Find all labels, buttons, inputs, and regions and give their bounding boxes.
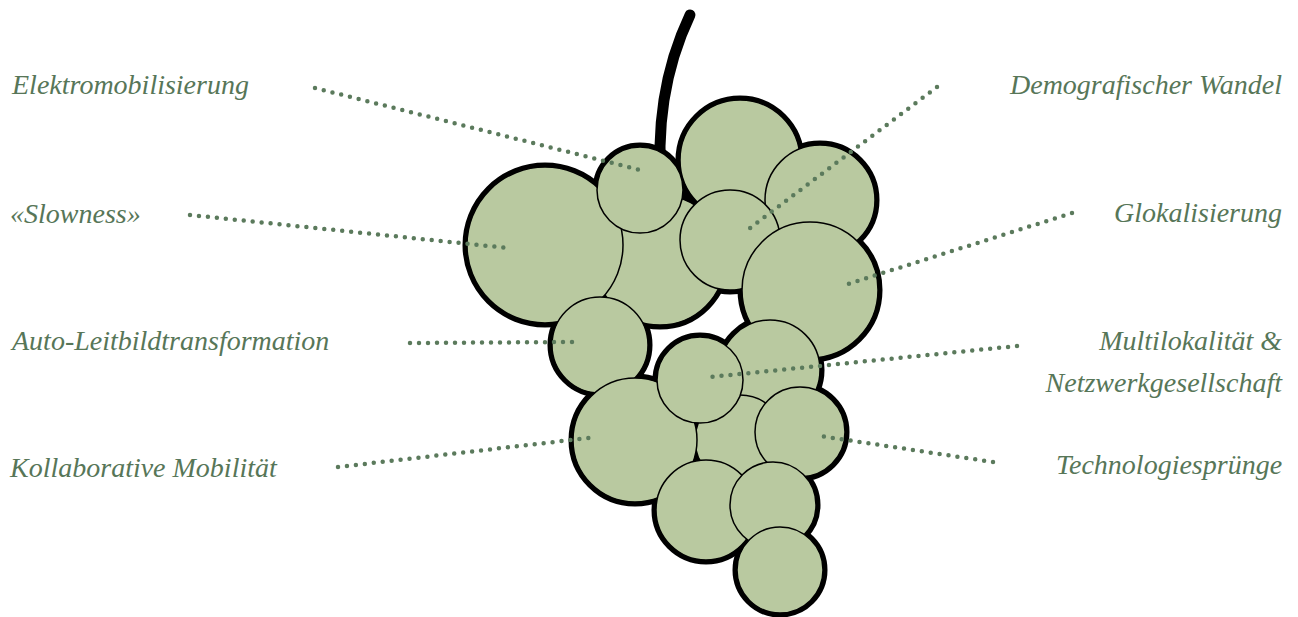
trend-label: Demografischer Wandel <box>1010 64 1282 106</box>
leader-lines <box>190 87 1072 467</box>
grape-outline <box>467 100 878 613</box>
leader-line <box>710 346 1017 377</box>
leader-line <box>315 88 640 170</box>
trend-label: Glokalisierung <box>1114 192 1282 234</box>
grape-berry <box>657 337 743 423</box>
trend-label: «Slowness» <box>10 193 141 235</box>
berry-outline <box>597 147 683 233</box>
berry-outline <box>657 337 743 423</box>
trend-label: Auto-Leitbildtransformation <box>12 320 329 362</box>
grape-berry <box>597 147 683 233</box>
trend-label: Technologiesprünge <box>1056 444 1282 486</box>
leader-line <box>190 215 508 248</box>
leader-line <box>820 436 993 462</box>
grape-berry <box>737 527 823 613</box>
trend-label: Kollaborative Mobilität <box>10 447 277 489</box>
leader-line <box>750 87 937 228</box>
trend-label: Multilokalität & Netzwerkgesellschaft <box>982 320 1282 404</box>
trend-label: Elektromobilisierung <box>12 64 249 106</box>
berry-outline <box>737 527 823 613</box>
leader-line <box>338 437 597 467</box>
leader-line <box>410 342 573 343</box>
grape-berries <box>467 100 878 613</box>
leader-line <box>848 213 1072 284</box>
